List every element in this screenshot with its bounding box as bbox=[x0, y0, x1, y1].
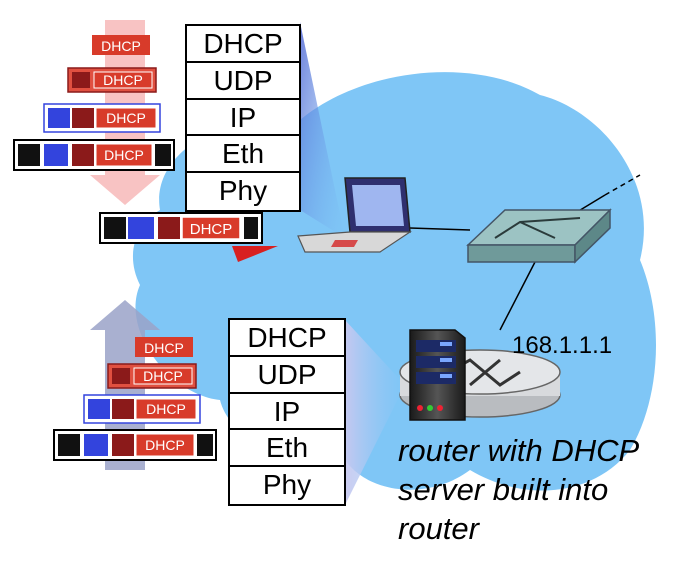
stack-layer-udp: UDP bbox=[187, 63, 299, 100]
top-stack-beam bbox=[300, 22, 345, 238]
switch-router-link bbox=[499, 261, 536, 331]
stack-layer-ip: IP bbox=[230, 394, 344, 431]
top-ip-datagram: DHCP bbox=[43, 103, 161, 133]
laptop-switch-link bbox=[409, 227, 471, 231]
stack-layer-eth: Eth bbox=[187, 136, 299, 174]
svg-text:DHCP: DHCP bbox=[106, 110, 146, 126]
router-ip-address: 168.1.1.1 bbox=[512, 332, 613, 359]
bottom-eth-frame: DHCP bbox=[53, 429, 217, 461]
stack-layer-phy: Phy bbox=[262, 469, 312, 501]
bottom-ip-datagram: DHCP bbox=[83, 394, 201, 424]
caption-line-1: router with DHCP bbox=[398, 433, 640, 468]
top-udp-segment: DHCP bbox=[67, 67, 157, 93]
stack-layer-dhcp: DHCP bbox=[230, 320, 344, 357]
bottom-protocol-stack: DHCP UDP IP Eth Phy bbox=[228, 318, 346, 506]
switch-icon bbox=[466, 208, 612, 264]
caption-line-2: server built into bbox=[398, 472, 609, 507]
top-protocol-stack: DHCP UDP IP Eth Phy bbox=[185, 24, 301, 212]
caption-line-3: router bbox=[398, 511, 479, 546]
stack-layer-eth: Eth bbox=[230, 430, 344, 468]
svg-text:DHCP: DHCP bbox=[146, 401, 186, 417]
bottom-dhcp-packet: DHCP bbox=[135, 337, 193, 357]
laptop-icon bbox=[297, 177, 412, 253]
stack-layer-ip: IP bbox=[187, 100, 299, 137]
switch-uplink-dashed bbox=[604, 174, 641, 196]
svg-text:DHCP: DHCP bbox=[104, 147, 144, 163]
top-dhcp-packet: DHCP bbox=[92, 35, 150, 55]
svg-text:DHCP: DHCP bbox=[101, 38, 141, 54]
svg-text:DHCP: DHCP bbox=[190, 221, 233, 238]
svg-text:DHCP: DHCP bbox=[143, 368, 183, 384]
stack-layer-udp: UDP bbox=[230, 357, 344, 394]
top-eth-frame: DHCP bbox=[13, 139, 175, 171]
wire-frame: DHCP bbox=[99, 212, 278, 262]
bottom-stack-beam bbox=[345, 320, 405, 505]
stack-layer-dhcp: DHCP bbox=[187, 26, 299, 63]
router-caption: router with DHCP server built into route… bbox=[398, 431, 639, 548]
server-icon bbox=[409, 329, 466, 421]
stack-layer-phy: Phy bbox=[218, 175, 268, 207]
svg-text:DHCP: DHCP bbox=[145, 437, 185, 453]
bottom-udp-segment: DHCP bbox=[107, 363, 197, 389]
svg-text:DHCP: DHCP bbox=[144, 340, 184, 356]
svg-text:DHCP: DHCP bbox=[103, 72, 143, 88]
